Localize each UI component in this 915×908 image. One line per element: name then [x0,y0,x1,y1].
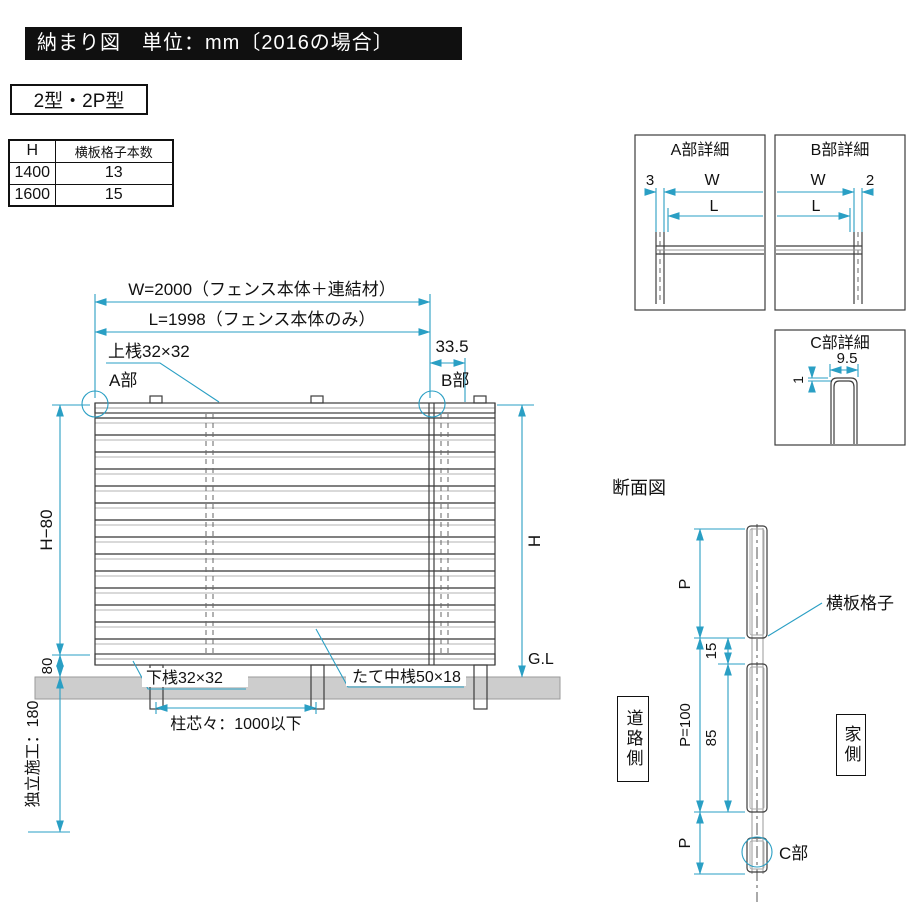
part-a-label: A部 [109,371,137,390]
embed-depth-label: 独立施工：180 [24,701,42,808]
board-profile [746,663,768,813]
section-p-bottom: P [677,838,694,849]
section-p-top: P [677,579,694,590]
part-c-circle [741,836,773,868]
board-lattice-label: 横板格子 [826,594,894,613]
post-pitch-label: 柱芯々：1000以下 [170,715,302,733]
ground-level-label: G.L [528,651,554,668]
fence-elevation [34,395,561,710]
detail-a-dim3: 3 [646,172,654,189]
post [473,664,488,710]
dim-w-label: W=2000（フェンス本体＋連結材） [128,280,395,299]
dim-l-label: L=1998（フェンス本体のみ） [149,310,376,329]
section-title: 断面図 [612,478,666,498]
board-profile [746,525,768,639]
post [310,664,325,710]
detail-b-dim2: 2 [866,172,874,189]
part-a-circle [81,390,109,418]
ground-band [34,676,561,700]
board-profile-c [746,837,768,873]
dim-h80-label: H−80 [37,509,56,550]
dim-h-label: H [525,535,544,547]
dim-335-label: 33.5 [435,337,468,356]
detail-c: C部詳細 9.5 1 [774,329,906,446]
spec-table: H 横板格子本数 1400 13 1600 15 [8,139,174,207]
house-side-label: 家側 [836,714,866,776]
section-pitch-label: P=100 [677,703,694,747]
detail-c-title: C部詳細 [810,334,870,352]
road-side-label: 道路側 [617,696,649,782]
dim-80-label: 80 [39,658,56,675]
cross-section: 断面図 15 [612,478,894,902]
detail-b-title: B部詳細 [811,141,870,159]
spec-row-1600: 1600 15 [8,183,174,207]
detail-a-title: A部詳細 [671,141,730,159]
detail-b-dimw: W [810,172,826,189]
part-c-label: C部 [779,844,808,863]
detail-c-dim1: 1 [790,376,806,384]
mid-rail-label: たて中桟50×18 [352,668,461,686]
section-dim85: 85 [703,730,720,747]
elevation-labels: W=2000（フェンス本体＋連結材） L=1998（フェンス本体のみ） 33.5… [24,280,554,807]
spec-row-1400: 1400 13 [8,161,174,185]
detail-b: B部詳細 W 2 L [774,134,906,311]
spec-count-value: 15 [54,183,174,207]
part-b-label: B部 [441,371,469,390]
board-lattice [95,413,495,654]
type-label: 2型・2P型 [10,84,148,115]
elevation-dimensions [28,294,534,833]
detail-a-diml: L [710,198,719,215]
detail-c-dim95: 9.5 [837,350,858,367]
spec-h-value: 1600 [8,183,56,207]
bottom-rail-label: 下桟32×32 [146,669,223,687]
section-dim15: 15 [703,643,720,660]
top-rail-label: 上桟32×32 [108,342,190,361]
part-b-circle [418,390,446,418]
detail-b-diml: L [812,198,821,215]
page-title: 納まり図 単位：mm〔2016の場合〕 [25,27,462,60]
spec-h-value: 1400 [8,161,56,185]
detail-a: A部詳細 3 W L [634,134,766,311]
detail-a-dimw: W [704,172,720,189]
